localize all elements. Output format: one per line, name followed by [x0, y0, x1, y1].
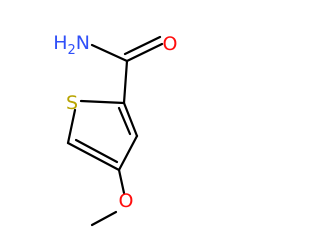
bond-c3-c2-inner: [117, 106, 132, 136]
bond-c5-c4-inner: [74, 138, 119, 164]
bond-c-o-2: [123, 35, 162, 56]
amine-label: H2N: [53, 32, 90, 58]
bond-c-c2: [122, 59, 129, 105]
bond-c4-c3: [117, 134, 139, 172]
bond-c5-c4: [66, 141, 121, 172]
molecule-drawing: H2N O S O: [53, 32, 178, 227]
bond-c2-s: [79, 99, 126, 105]
sulfur-label: S: [66, 92, 78, 114]
bond-c-n: [90, 43, 129, 63]
bonds: [66, 35, 164, 227]
bond-c3-c2: [122, 101, 139, 138]
structure-canvas: H2N O S O: [53, 32, 178, 227]
bond-c-o-1: [125, 42, 164, 63]
bond-s-c5: [66, 108, 77, 145]
bond-o-ch3: [90, 210, 118, 227]
ether-oxygen-label: O: [119, 190, 134, 212]
bond-c4-o: [117, 168, 126, 195]
carbonyl-oxygen-label: O: [163, 33, 178, 55]
